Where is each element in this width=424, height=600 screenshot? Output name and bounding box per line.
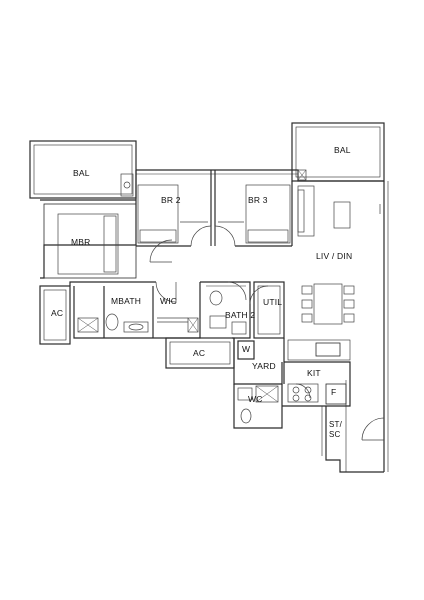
room-label-st-sc-line1: ST/	[329, 420, 343, 429]
room-label-wc: WC	[248, 394, 263, 404]
fixtures	[57, 169, 381, 424]
room-label-bath2: BATH 2	[225, 310, 256, 320]
room-label-br2: BR 2	[161, 195, 181, 205]
room-label-f: F	[331, 387, 337, 397]
room-label-liv-din: LIV / DIN	[316, 251, 353, 261]
hatch-marks	[77, 169, 307, 403]
room-label-yard: YARD	[252, 361, 276, 371]
room-label-ac-left: AC	[51, 308, 64, 318]
room-label-bal-left: BAL	[73, 168, 90, 178]
room-label-util: UTIL	[263, 297, 283, 307]
room-label-br3: BR 3	[248, 195, 268, 205]
room-label-wic: WIC	[160, 296, 178, 306]
room-label-ac-mid: AC	[193, 348, 206, 358]
room-label-bal-right: BAL	[334, 145, 351, 155]
room-label-mbr: MBR	[71, 237, 91, 247]
room-label-kit: KIT	[307, 368, 321, 378]
room-label-w: W	[242, 344, 251, 354]
room-label-mbath: MBATH	[111, 296, 142, 306]
doors	[149, 225, 385, 441]
room-label-st-sc-line2: SC	[329, 430, 341, 439]
